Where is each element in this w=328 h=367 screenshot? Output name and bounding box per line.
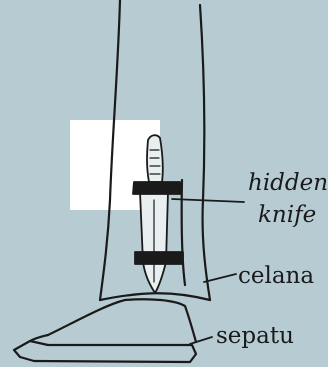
label-hidden: hidden <box>248 172 328 195</box>
label-celana: celana <box>238 265 314 288</box>
knife-strap-upper <box>133 182 181 194</box>
label-knife: knife <box>258 204 316 227</box>
label-sepatu: sepatu <box>216 325 294 348</box>
knife-handle <box>147 135 163 182</box>
knife-strap-lower <box>135 252 183 264</box>
